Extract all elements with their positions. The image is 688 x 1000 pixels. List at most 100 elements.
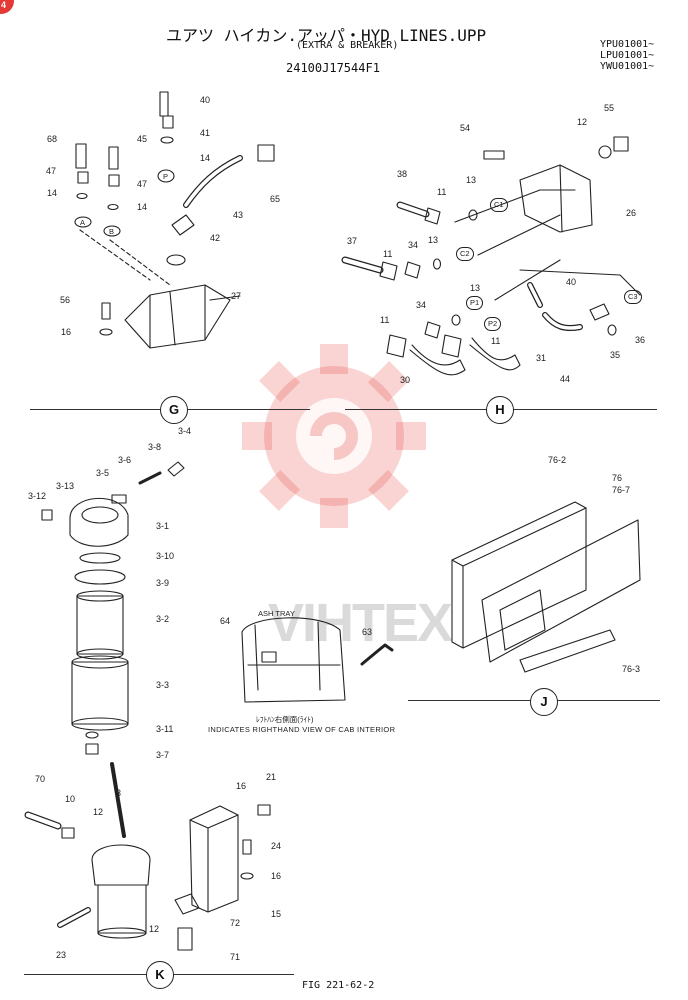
fitting-11d xyxy=(441,334,462,358)
callout-14: 14 xyxy=(47,188,58,198)
callout-14: 14 xyxy=(200,153,211,163)
figure-number: FIG 221-62-2 xyxy=(302,980,375,991)
pipe-30 xyxy=(409,344,466,376)
callout-13: 13 xyxy=(428,235,439,245)
elbow-42 xyxy=(171,214,195,236)
callout-76-3: 76-3 xyxy=(622,664,641,674)
callout-3-13: 3-13 xyxy=(56,481,75,491)
callout-76-2: 76-2 xyxy=(548,455,567,465)
filter-head-3-1 xyxy=(69,497,129,547)
fitting-45 xyxy=(108,146,119,170)
callout-26: 26 xyxy=(626,208,637,218)
section-j-badge: J xyxy=(530,688,558,716)
callout-3-9: 3-9 xyxy=(156,578,170,588)
callout-43: 43 xyxy=(233,210,244,220)
cab-ash-tray-label: ASH TRAY xyxy=(258,609,295,618)
washer-16b xyxy=(240,872,254,880)
callout-35: 35 xyxy=(610,350,621,360)
callout-3-2: 3-2 xyxy=(156,614,170,624)
cab-note: INDICATES RIGHTHAND VIEW OF CAB INTERIOR xyxy=(208,725,396,734)
bracket-15 xyxy=(189,805,239,913)
fitting-11c xyxy=(386,334,407,358)
callout-3-8: 3-8 xyxy=(148,442,162,452)
callout-44: 44 xyxy=(560,374,571,384)
serial-2: LPU01001~ xyxy=(600,50,655,61)
section-k-badge: K xyxy=(146,961,174,989)
callout-71: 71 xyxy=(230,952,241,962)
callout-63: 63 xyxy=(362,627,373,637)
port-p: P xyxy=(163,172,169,181)
serial-3: YWU01001~ xyxy=(600,61,655,72)
port-c3: C3 xyxy=(624,290,642,304)
callout-16: 16 xyxy=(61,327,72,337)
callout-47: 47 xyxy=(46,166,57,176)
wrench-63 xyxy=(360,643,394,666)
o-ring-14 xyxy=(160,136,174,144)
callout-3-5: 3-5 xyxy=(96,468,110,478)
callout-42: 42 xyxy=(210,233,221,243)
page-subtitle: (EXTRA & BREAKER) xyxy=(296,40,399,51)
callout-45: 45 xyxy=(137,134,148,144)
o-ring-3-11 xyxy=(85,731,99,739)
port-c1: C1 xyxy=(490,198,508,212)
callout-21: 21 xyxy=(266,772,277,782)
pipe-31 xyxy=(469,337,521,371)
callout-72: 72 xyxy=(230,918,241,928)
callout-3-6: 3-6 xyxy=(118,455,132,465)
callout-16: 16 xyxy=(271,871,282,881)
section-h-badge: H xyxy=(486,396,514,424)
fitting-40 xyxy=(159,91,169,117)
fitting-68 xyxy=(75,143,87,169)
callout-34: 34 xyxy=(416,300,427,310)
callout-16: 16 xyxy=(236,781,247,791)
valve-3-4 xyxy=(167,461,185,477)
nut-21 xyxy=(257,804,271,816)
callout-3-4: 3-4 xyxy=(178,426,192,436)
washer-16 xyxy=(99,328,113,336)
callout-3-10: 3-10 xyxy=(156,551,175,561)
bolt-71 xyxy=(177,927,193,951)
callout-30: 30 xyxy=(400,375,411,385)
callout-11: 11 xyxy=(380,315,390,325)
fitting-34b xyxy=(424,321,441,339)
l-key-76-3 xyxy=(519,629,616,673)
callout-10: 10 xyxy=(65,794,76,804)
filter-head-12 xyxy=(91,844,151,886)
port-p2: P2 xyxy=(484,317,502,331)
callout-3-1: 3-1 xyxy=(156,521,170,531)
callout-3-3: 3-3 xyxy=(156,680,170,690)
callout-37: 37 xyxy=(347,236,358,246)
plug-3-12 xyxy=(41,509,53,521)
tool-box-76-2 xyxy=(451,501,587,649)
fitting-10 xyxy=(61,827,75,839)
hose-43 xyxy=(183,155,243,208)
callout-15: 15 xyxy=(271,909,282,919)
washer-12 xyxy=(598,145,612,159)
filter-case-3-3 xyxy=(71,661,129,725)
callout-31: 31 xyxy=(536,353,547,363)
elbow-65 xyxy=(257,144,275,162)
callout-55: 55 xyxy=(604,103,615,113)
callout-47: 47 xyxy=(137,179,148,189)
fitting-47a xyxy=(77,171,89,184)
callout-12: 12 xyxy=(149,924,160,934)
callout-34: 34 xyxy=(408,240,419,250)
callout-36: 36 xyxy=(635,335,646,345)
callout-27: 27 xyxy=(231,291,242,301)
fitting-72 xyxy=(174,893,200,915)
port-c2: C2 xyxy=(456,247,474,261)
callout-76-7: 76-7 xyxy=(612,485,631,495)
port-p-mark xyxy=(157,169,175,183)
section-g-badge: G xyxy=(160,396,188,424)
o-ring-14b xyxy=(107,203,119,211)
cab-note-jp: ﾚﾌﾄﾊﾝ右側面(ﾗｲﾄ) xyxy=(256,715,314,724)
bolt-24 xyxy=(242,839,252,855)
callout-38: 38 xyxy=(397,169,408,179)
callout-64: 64 xyxy=(220,616,231,626)
callout-70: 70 xyxy=(35,774,46,784)
nut-55 xyxy=(613,136,629,152)
plug-3-5 xyxy=(111,494,127,504)
page-title: ユアツ ハイカン.アッパ・HYD LINES.UPP xyxy=(166,26,487,45)
filter-element-3-2 xyxy=(76,595,124,655)
